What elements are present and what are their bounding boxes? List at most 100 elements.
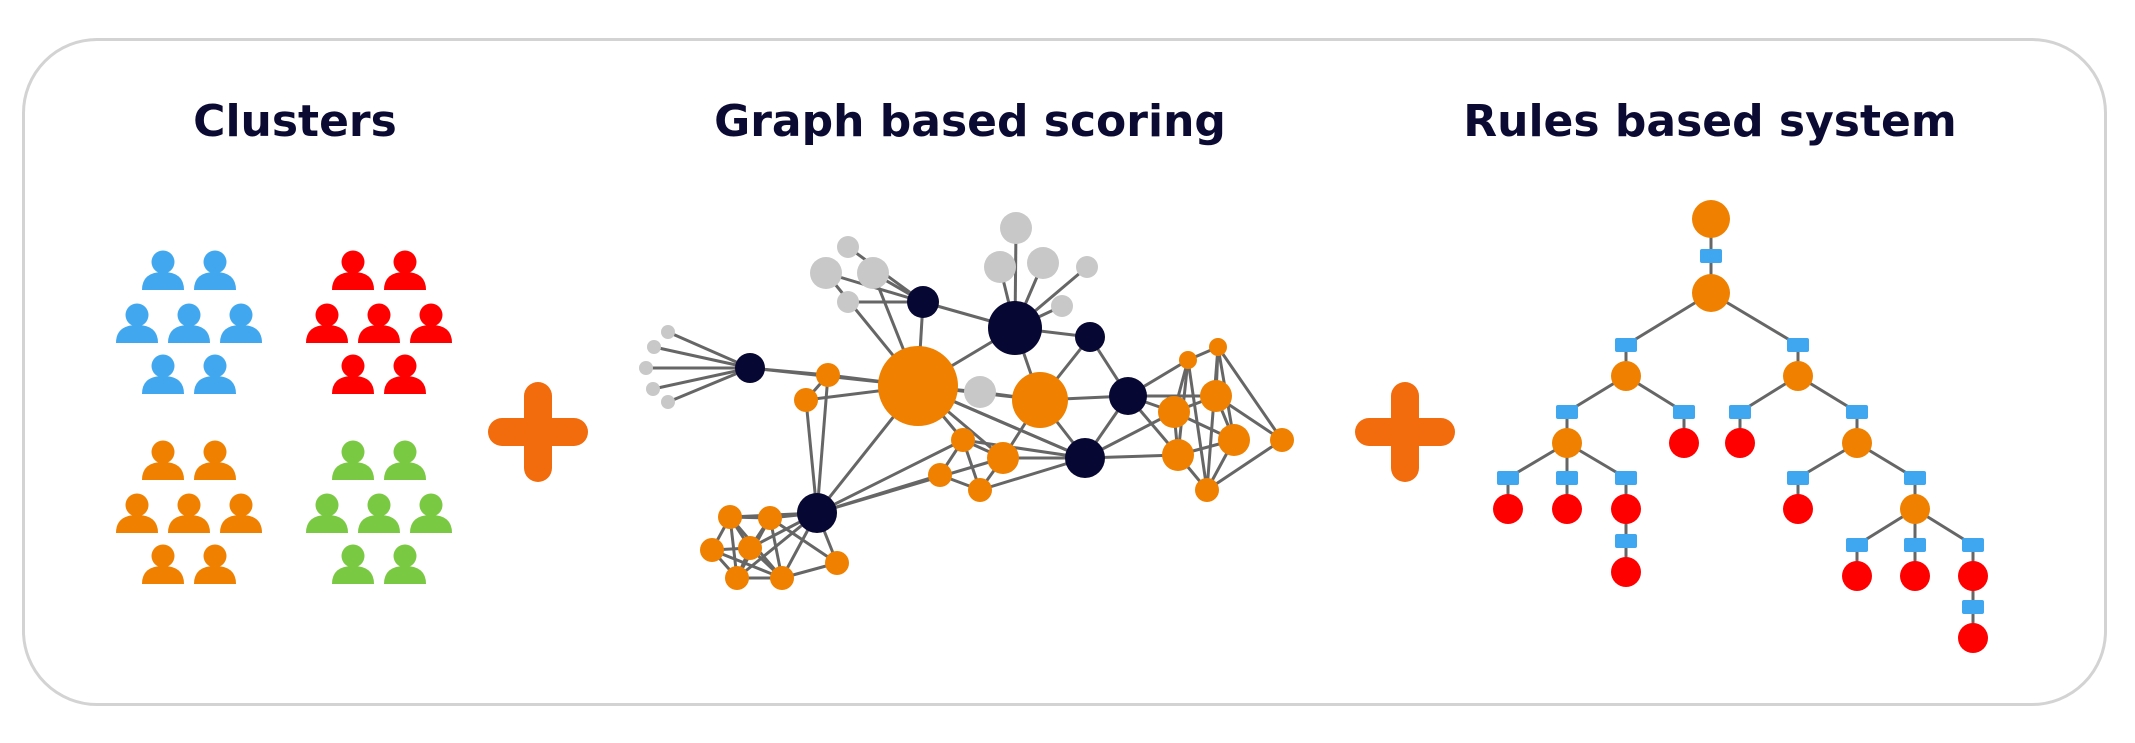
graph-node-orange bbox=[825, 551, 849, 575]
rule-connector bbox=[1846, 405, 1868, 419]
rule-connector bbox=[1962, 538, 1984, 552]
graph-node-grey bbox=[837, 291, 859, 313]
rule-connector bbox=[1904, 471, 1926, 485]
graph-edge bbox=[1216, 346, 1284, 441]
plus-icon bbox=[488, 382, 588, 482]
tree-decision-node bbox=[1783, 361, 1813, 391]
rule-connector bbox=[1556, 405, 1578, 419]
rule-connector bbox=[1673, 405, 1695, 419]
graph-node-grey bbox=[810, 257, 842, 289]
rule-connector bbox=[1615, 534, 1637, 548]
graph-node-orange bbox=[1195, 478, 1219, 502]
graph-node-orange bbox=[1218, 424, 1250, 456]
person-icon bbox=[358, 303, 400, 343]
graph-node-grey bbox=[1051, 295, 1073, 317]
panel-frame bbox=[22, 38, 2107, 706]
cluster-group-red bbox=[306, 250, 452, 394]
graph-edge bbox=[769, 516, 838, 565]
rule-connector bbox=[1729, 405, 1751, 419]
person-icon bbox=[332, 250, 374, 290]
person-icon bbox=[142, 440, 184, 480]
tree-leaf-node bbox=[1958, 623, 1988, 653]
rule-connector bbox=[1497, 471, 1519, 485]
clusters-title: Clusters bbox=[193, 96, 397, 147]
graph-node-orange bbox=[1270, 428, 1294, 452]
graph-node-navy bbox=[988, 301, 1042, 355]
graph-node-grey bbox=[837, 236, 859, 258]
graph-node-orange bbox=[816, 363, 840, 387]
graph-node-orange bbox=[987, 442, 1019, 474]
graph-node-orange bbox=[928, 463, 952, 487]
person-icon bbox=[168, 493, 210, 533]
person-icon bbox=[142, 354, 184, 394]
plus-vertical-bar bbox=[524, 382, 552, 482]
graph-node-orange bbox=[1200, 380, 1232, 412]
tree-leaf-node bbox=[1493, 494, 1523, 524]
graph-node-navy bbox=[797, 493, 837, 533]
graph-node-orange bbox=[794, 388, 818, 412]
person-icon bbox=[220, 493, 262, 533]
person-icon bbox=[194, 440, 236, 480]
person-icon bbox=[410, 493, 452, 533]
person-icon bbox=[384, 440, 426, 480]
graph-edge bbox=[815, 374, 830, 514]
graph-node-grey bbox=[1076, 256, 1098, 278]
graph-edge bbox=[1205, 346, 1220, 491]
graph-edge bbox=[652, 366, 751, 391]
graph-node-grey bbox=[647, 340, 661, 354]
person-icon bbox=[332, 354, 374, 394]
person-icon bbox=[306, 303, 348, 343]
rule-connector bbox=[1904, 538, 1926, 552]
person-icon bbox=[194, 544, 236, 584]
tree-leaf-node bbox=[1900, 561, 1930, 591]
person-icon bbox=[116, 493, 158, 533]
tree-leaf-node bbox=[1958, 561, 1988, 591]
graph-node-orange bbox=[770, 566, 794, 590]
tree-leaf-node bbox=[1669, 428, 1699, 458]
graph-scoring-title: Graph based scoring bbox=[714, 96, 1226, 147]
tree-leaf-node bbox=[1725, 428, 1755, 458]
graph-edge bbox=[816, 438, 964, 515]
graph-node-grey bbox=[1027, 247, 1059, 279]
graph-node-orange bbox=[700, 538, 724, 562]
graph-node-navy bbox=[907, 286, 939, 318]
graph-node-grey bbox=[661, 325, 675, 339]
rule-connector bbox=[1556, 471, 1578, 485]
tree-leaf-node bbox=[1552, 494, 1582, 524]
graph-node-navy bbox=[1075, 322, 1105, 352]
rule-connector bbox=[1787, 338, 1809, 352]
graph-node-grey bbox=[661, 395, 675, 409]
graph-node-orange bbox=[1209, 338, 1227, 356]
graph-node-orange bbox=[951, 428, 975, 452]
rule-connector bbox=[1615, 338, 1637, 352]
rule-connector bbox=[1615, 471, 1637, 485]
person-icon bbox=[384, 250, 426, 290]
tree-nodes bbox=[1493, 200, 1988, 653]
graph-node-orange bbox=[725, 566, 749, 590]
rule-connector bbox=[1700, 249, 1722, 263]
graph-edge bbox=[653, 345, 751, 370]
person-icon bbox=[384, 544, 426, 584]
person-icon bbox=[194, 250, 236, 290]
rule-connector bbox=[1846, 538, 1868, 552]
graph-node-orange bbox=[718, 505, 742, 529]
person-icon bbox=[194, 354, 236, 394]
graph-edge bbox=[711, 548, 783, 580]
graph-node-orange bbox=[1162, 439, 1194, 471]
plus-vertical-bar bbox=[1391, 382, 1419, 482]
person-icon bbox=[142, 250, 184, 290]
rules-tree bbox=[1493, 200, 1988, 653]
graph-network bbox=[639, 212, 1294, 590]
tree-decision-node bbox=[1692, 200, 1730, 238]
person-icon bbox=[332, 544, 374, 584]
graph-nodes bbox=[639, 212, 1294, 590]
graph-node-orange bbox=[1179, 351, 1197, 369]
person-icon bbox=[220, 303, 262, 343]
rules-system-title: Rules based system bbox=[1463, 96, 1957, 147]
tree-leaf-node bbox=[1842, 561, 1872, 591]
clusters-illustration bbox=[116, 250, 452, 584]
rule-connector bbox=[1787, 471, 1809, 485]
graph-edge bbox=[1186, 359, 1209, 491]
graph-node-orange bbox=[758, 506, 782, 530]
